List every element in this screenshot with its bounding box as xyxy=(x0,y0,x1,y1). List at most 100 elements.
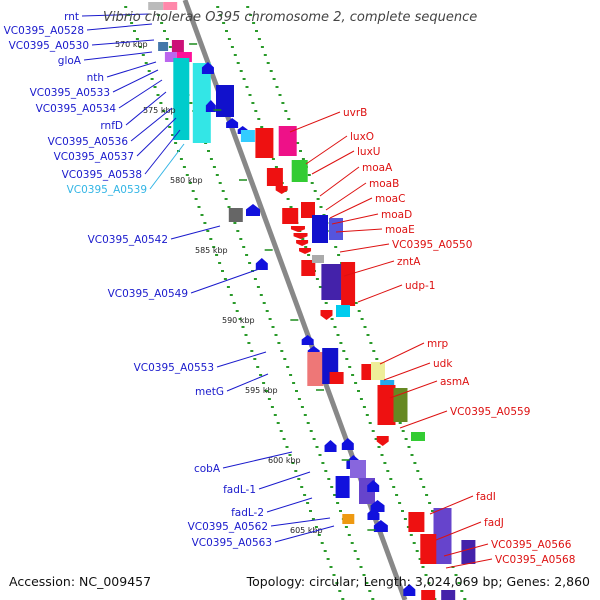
gene-label[interactable]: VC0395_A0559 xyxy=(450,406,530,418)
gene-label[interactable]: VC0395_A0528 xyxy=(4,25,84,37)
gene-feature[interactable] xyxy=(226,118,239,128)
gene-feature[interactable] xyxy=(192,63,211,143)
gene-label[interactable]: VC0395_A0549 xyxy=(108,288,188,300)
gene-label[interactable]: moaC xyxy=(375,193,405,205)
gene-feature[interactable] xyxy=(367,480,380,492)
gene-label[interactable]: fadL-2 xyxy=(231,507,264,519)
gene-label[interactable]: fadJ xyxy=(484,517,504,529)
gene-feature[interactable] xyxy=(246,204,260,216)
gene-label[interactable]: mrp xyxy=(427,338,449,350)
gene-label[interactable]: VC0395_A0566 xyxy=(491,539,572,551)
gene-label[interactable]: fadI xyxy=(476,491,496,503)
guide-dot xyxy=(278,94,282,96)
gene-label[interactable]: moaD xyxy=(381,209,412,221)
gene-label[interactable]: moaE xyxy=(385,224,415,236)
gene-feature[interactable] xyxy=(461,540,476,564)
gene-feature[interactable] xyxy=(255,128,274,158)
gene-feature[interactable] xyxy=(421,590,436,600)
gene-feature[interactable] xyxy=(301,335,314,345)
gene-feature[interactable] xyxy=(282,208,299,224)
gene-feature[interactable] xyxy=(350,460,366,478)
gene-label[interactable]: uvrB xyxy=(343,107,367,119)
gene-label[interactable]: metG xyxy=(195,386,224,398)
gene-feature[interactable] xyxy=(373,520,388,532)
gene-feature[interactable] xyxy=(371,362,385,380)
gene-feature[interactable] xyxy=(293,233,308,239)
gene-feature[interactable] xyxy=(163,2,178,10)
gene-feature[interactable] xyxy=(335,476,350,498)
gene-feature[interactable] xyxy=(255,258,268,270)
gene-feature[interactable] xyxy=(329,372,344,384)
gene-label[interactable]: fadL-1 xyxy=(223,484,256,496)
gene-feature[interactable] xyxy=(301,202,315,218)
gene-label[interactable]: VC0395_A0530 xyxy=(9,40,89,52)
gene-feature[interactable] xyxy=(173,58,190,140)
gene-feature[interactable] xyxy=(403,584,416,596)
gene-label[interactable]: luxU xyxy=(357,146,380,158)
gene-feature[interactable] xyxy=(296,240,309,246)
gene-feature[interactable] xyxy=(301,260,316,276)
gene-label[interactable]: VC0395_A0542 xyxy=(88,234,168,246)
gene-label[interactable]: VC0395_A0553 xyxy=(134,362,214,374)
gene-feature[interactable] xyxy=(299,248,312,254)
gene-feature[interactable] xyxy=(324,440,337,452)
gene-feature[interactable] xyxy=(341,438,354,450)
gene-feature[interactable] xyxy=(342,514,355,524)
gene-feature[interactable] xyxy=(408,512,425,532)
gene-label[interactable]: VC0395_A0533 xyxy=(30,87,110,99)
gene-feature[interactable] xyxy=(278,126,297,156)
gene-feature[interactable] xyxy=(312,255,324,263)
gene-feature[interactable] xyxy=(376,436,389,446)
gene-feature[interactable] xyxy=(329,218,343,240)
gene-label[interactable]: nth xyxy=(87,72,104,84)
gene-label[interactable]: VC0395_A0538 xyxy=(62,169,142,181)
gene-feature[interactable] xyxy=(266,168,283,186)
gene-feature[interactable] xyxy=(411,432,425,441)
gene-feature[interactable] xyxy=(377,385,396,425)
gene-feature[interactable] xyxy=(148,2,164,10)
gene-label[interactable]: udp-1 xyxy=(405,280,435,292)
gene-feature[interactable] xyxy=(393,388,408,422)
gene-feature[interactable] xyxy=(441,590,456,600)
gene-label[interactable]: VC0395_A0562 xyxy=(188,521,268,533)
gene-label[interactable]: udk xyxy=(433,358,453,370)
gene-feature[interactable] xyxy=(171,40,184,52)
gene-feature[interactable] xyxy=(240,130,255,142)
gene-feature[interactable] xyxy=(336,305,350,317)
gene-label[interactable]: gloA xyxy=(58,55,82,67)
gene-label[interactable]: moaA xyxy=(362,162,393,174)
gene-feature[interactable] xyxy=(275,186,288,194)
gene-feature[interactable] xyxy=(158,42,169,51)
gene-feature[interactable] xyxy=(201,62,214,74)
gene-feature[interactable] xyxy=(176,52,192,62)
gene-label[interactable]: VC0395_A0536 xyxy=(48,136,129,148)
gene-feature[interactable] xyxy=(420,534,437,564)
gene-label[interactable]: VC0395_A0534 xyxy=(36,103,117,115)
gene-label[interactable]: zntA xyxy=(397,256,421,268)
guide-dot xyxy=(334,246,338,248)
gene-label[interactable]: VC0395_A0563 xyxy=(192,537,272,549)
gene-label[interactable]: rnt xyxy=(64,11,79,23)
gene-label[interactable]: moaB xyxy=(369,178,399,190)
gene-label[interactable]: VC0395_A0537 xyxy=(54,151,134,163)
gene-feature[interactable] xyxy=(216,85,234,117)
gene-feature[interactable] xyxy=(320,310,333,320)
gene-feature[interactable] xyxy=(205,100,216,112)
gene-feature[interactable] xyxy=(164,52,177,62)
gene-feature[interactable] xyxy=(228,208,243,222)
gene-feature[interactable] xyxy=(291,160,308,182)
gene-label[interactable]: VC0395_A0539 xyxy=(67,184,147,196)
gene-feature[interactable] xyxy=(341,262,356,306)
gene-feature[interactable] xyxy=(307,352,324,386)
gene-label[interactable]: asmA xyxy=(440,376,470,388)
gene-label[interactable]: VC0395_A0550 xyxy=(392,239,472,251)
gene-label[interactable]: rnfD xyxy=(100,120,123,132)
gene-feature[interactable] xyxy=(312,215,328,243)
gene-label[interactable]: cobA xyxy=(194,463,221,475)
gene-label[interactable]: VC0395_A0568 xyxy=(495,554,575,566)
gene-feature[interactable] xyxy=(290,226,305,232)
gene-feature[interactable] xyxy=(367,508,380,520)
gene-feature[interactable] xyxy=(321,264,342,300)
gene-feature[interactable] xyxy=(433,508,452,564)
gene-label[interactable]: luxO xyxy=(350,131,374,143)
